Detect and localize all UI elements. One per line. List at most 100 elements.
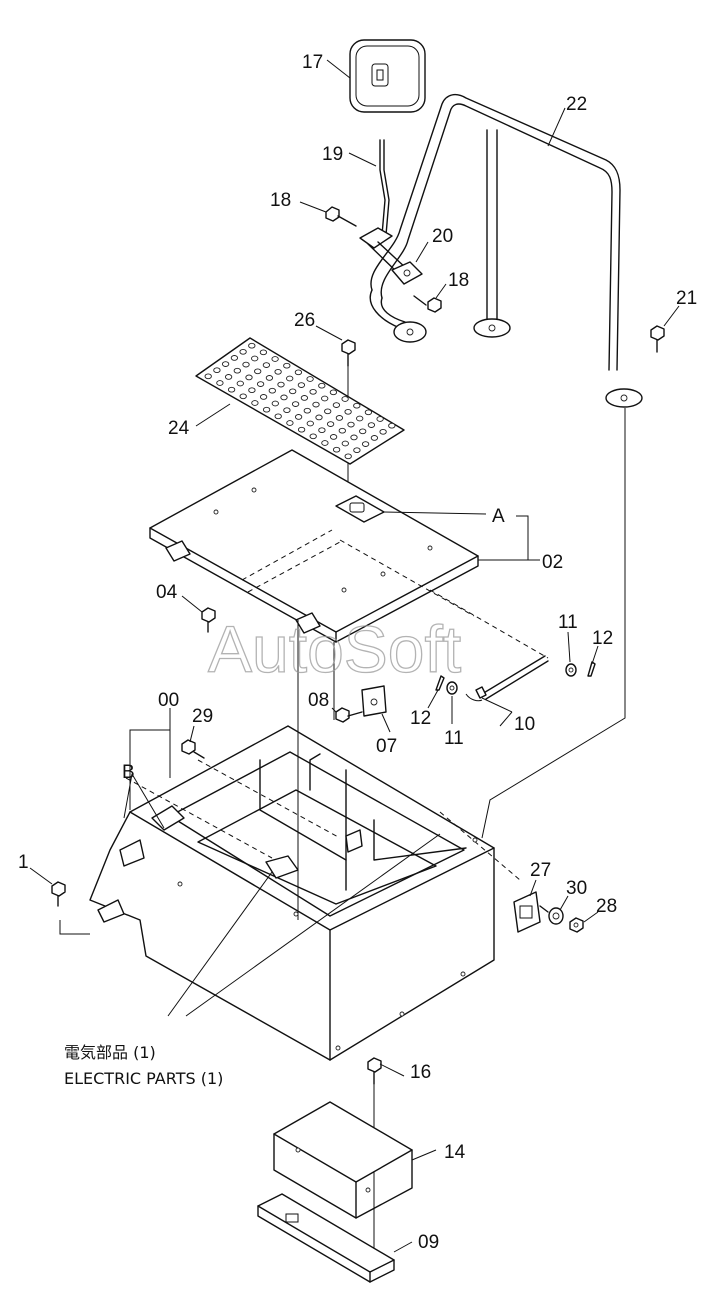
- bolt-18-upper: [325, 206, 357, 227]
- step-plate-hole: [376, 416, 384, 422]
- step-plate-hole: [318, 382, 326, 389]
- step-plate-hole: [216, 380, 224, 386]
- electric-parts-leader: [167, 833, 441, 1017]
- step-plate-hole: [286, 375, 294, 382]
- step-plate-hole: [341, 440, 349, 447]
- step-plate-hole: [312, 401, 320, 408]
- step-plate-hole: [268, 387, 276, 394]
- step-plate-hole: [213, 367, 221, 374]
- step-plate-hole: [332, 446, 341, 453]
- step-plate-hole: [230, 355, 239, 361]
- electric-parts-note-jp: 電気部品 (1): [64, 1043, 156, 1062]
- step-plate-hole: [338, 427, 346, 434]
- step-plate-hole: [344, 453, 352, 460]
- callout-17: 17: [302, 52, 323, 73]
- callout-27: 27: [530, 860, 551, 881]
- bracket-09: [257, 1193, 395, 1283]
- step-plate-hole: [321, 395, 329, 402]
- step-plate-hole: [356, 415, 364, 422]
- callout-18-upper: 18: [270, 190, 291, 211]
- step-plate-hole: [329, 389, 338, 396]
- callout-14: 14: [444, 1142, 466, 1163]
- step-plate-hole: [315, 414, 323, 421]
- step-plate-hole: [294, 414, 303, 420]
- callout-29: 29: [192, 706, 213, 727]
- step-plate-holes: [204, 342, 396, 460]
- main-box: [89, 620, 521, 1061]
- step-plate-hole: [259, 349, 268, 356]
- step-plate-hole: [309, 388, 317, 395]
- step-plate-hole: [227, 386, 236, 393]
- step-plate-hole: [265, 375, 274, 381]
- callout-labels: 17 19 18 20 18 22 21 26 24 A 02 04 11 12…: [18, 52, 697, 1253]
- callout-26: 26: [294, 310, 315, 331]
- step-plate-hole: [262, 406, 271, 413]
- bolt-18-lower: [413, 295, 442, 313]
- callout-20: 20: [432, 226, 453, 247]
- step-plate-hole: [239, 393, 247, 400]
- step-plate-hole: [364, 409, 373, 416]
- step-plate-hole: [251, 355, 259, 362]
- callout-28: 28: [596, 896, 617, 917]
- step-plate-hole: [248, 342, 256, 349]
- step-plate-hole: [283, 362, 291, 369]
- bolt-16: [367, 1057, 382, 1270]
- callout-1: 1: [18, 852, 29, 873]
- bolt-21: [650, 325, 665, 353]
- step-plate-hole: [289, 388, 297, 395]
- electric-parts-note-en: ELECTRIC PARTS (1): [64, 1069, 223, 1088]
- step-plate-hole: [224, 374, 233, 380]
- handrail-assembly: [369, 93, 665, 839]
- step-plate-hole: [350, 434, 358, 441]
- step-plate-hole: [367, 422, 376, 428]
- cover-panel: [149, 449, 549, 659]
- step-plate-hole: [353, 447, 361, 454]
- callout-00: 00: [158, 690, 179, 711]
- step-plate-hole: [283, 407, 291, 414]
- step-plate-hole: [324, 408, 332, 415]
- step-plate-hole: [335, 415, 344, 421]
- step-plate: [195, 337, 405, 465]
- step-plate-hole: [388, 422, 396, 429]
- callout-22: 22: [566, 94, 587, 115]
- step-plate-hole: [256, 381, 265, 387]
- step-plate-hole: [248, 387, 256, 394]
- callout-A: A: [492, 506, 505, 527]
- nut-28: [569, 917, 584, 933]
- step-plate-hole: [242, 361, 250, 368]
- leader-lines: [29, 59, 680, 1253]
- step-plate-hole: [306, 420, 314, 427]
- step-plate-hole: [286, 420, 294, 426]
- step-plate-hole: [236, 380, 244, 387]
- callout-B: B: [122, 762, 135, 783]
- washer-30: [548, 907, 564, 925]
- callout-11-left: 11: [444, 728, 464, 749]
- step-plate-hole: [297, 426, 306, 433]
- bolt-04: [201, 607, 216, 633]
- bolt-1: [51, 881, 66, 907]
- step-plate-hole: [274, 368, 282, 375]
- callout-07: 07: [376, 736, 397, 757]
- step-plate-hole: [291, 401, 300, 407]
- callout-02: 02: [542, 552, 563, 573]
- step-plate-hole: [277, 381, 285, 388]
- callout-08: 08: [308, 690, 329, 711]
- callout-30: 30: [566, 878, 587, 899]
- bolt-29: [181, 739, 205, 759]
- step-plate-hole: [332, 402, 341, 408]
- callout-12-left: 12: [410, 708, 431, 729]
- step-plate-hole: [318, 427, 326, 434]
- step-plate-hole: [309, 433, 317, 440]
- latch-27: [513, 891, 549, 933]
- mirror-assembly: [325, 39, 442, 313]
- step-plate-hole: [303, 407, 311, 414]
- step-plate-hole: [341, 396, 349, 402]
- step-plate-hole: [245, 374, 253, 381]
- callout-10: 10: [514, 714, 535, 735]
- callout-09: 09: [418, 1232, 439, 1253]
- callout-04: 04: [156, 582, 178, 603]
- step-plate-hole: [274, 413, 282, 420]
- step-plate-hole: [370, 435, 379, 441]
- step-plate-hole: [300, 395, 309, 401]
- callout-11-right: 11: [558, 612, 578, 633]
